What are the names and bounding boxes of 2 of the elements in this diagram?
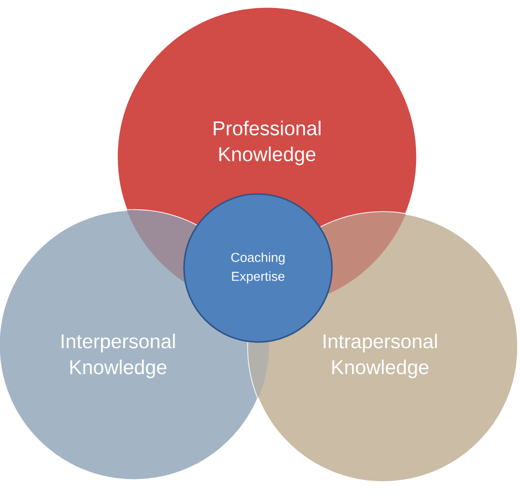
venn-circle-label: Professional Knowledge (214, 120, 320, 166)
venn-circle-label: Interpersonal Knowledge (62, 334, 175, 378)
